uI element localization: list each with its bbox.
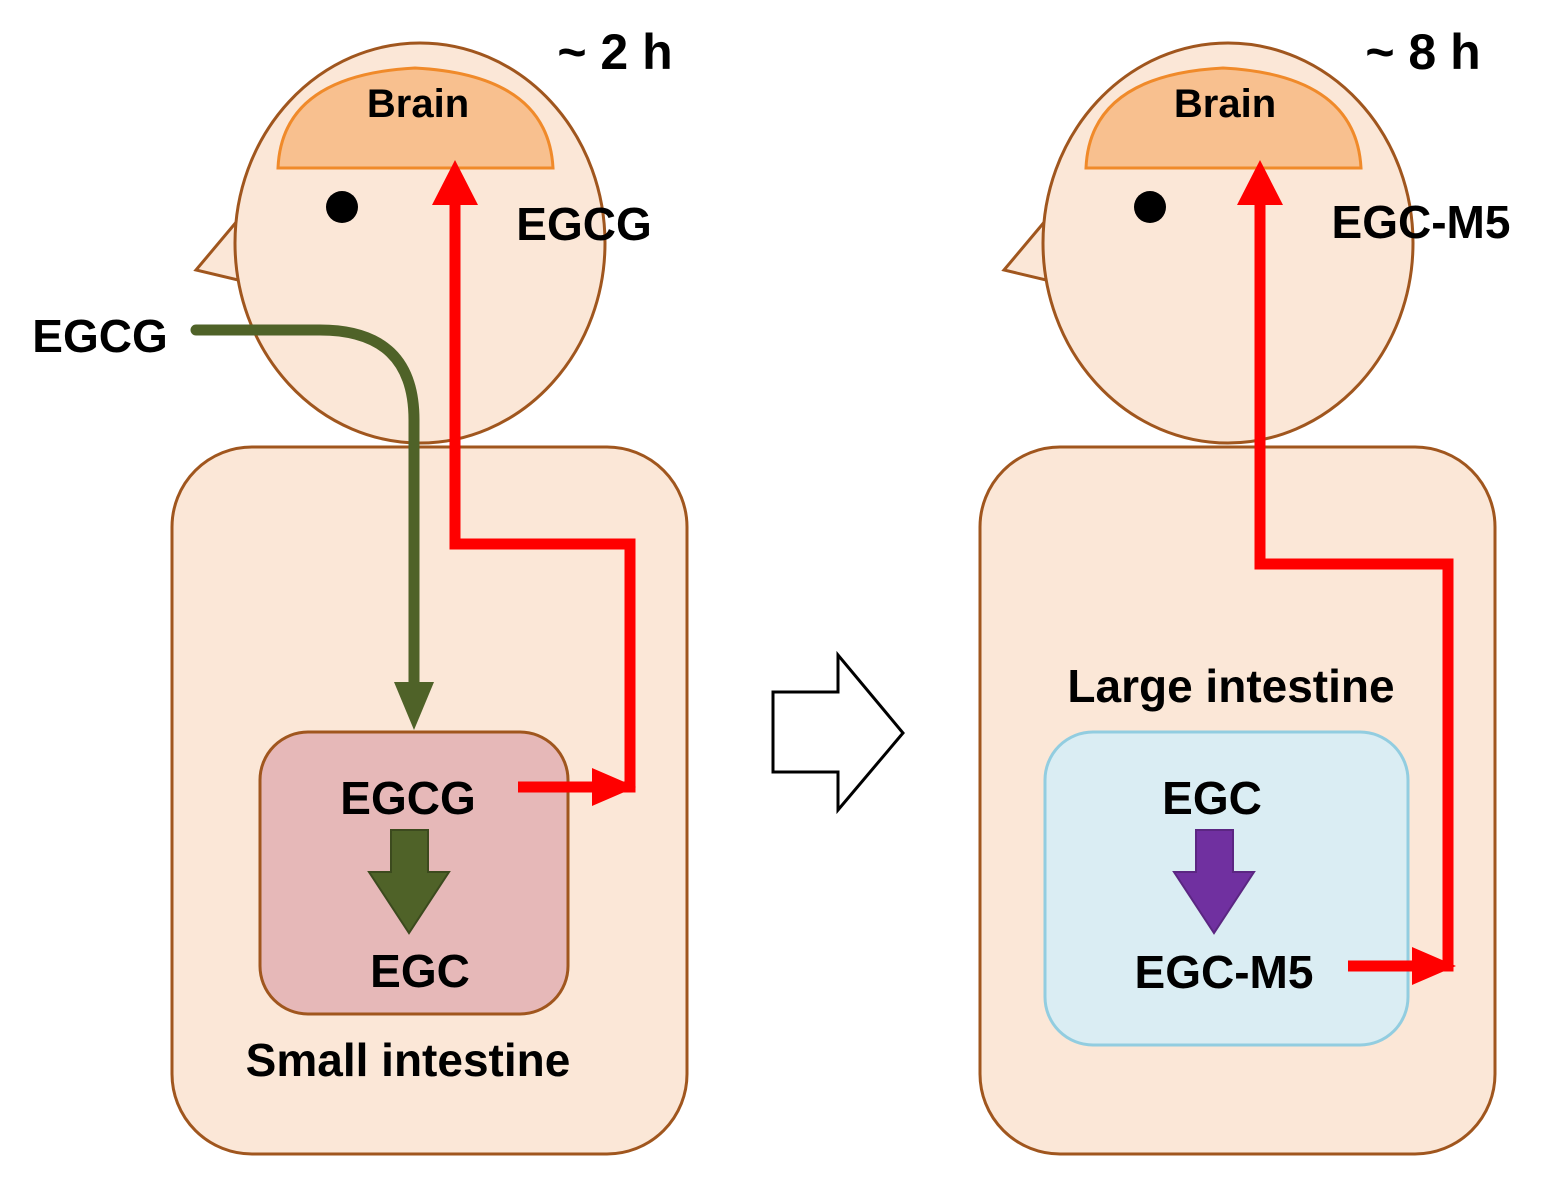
right-time-label: ~ 8 h — [1365, 24, 1480, 80]
left-brain-label: Brain — [367, 82, 469, 126]
right-eye — [1134, 191, 1166, 223]
right-brain — [1084, 66, 1363, 170]
left-ingestion-arrowhead — [394, 682, 434, 730]
right-absorption-head-brain — [1237, 160, 1283, 205]
left-organ-top-label: EGCG — [340, 772, 475, 824]
right-nose — [1001, 215, 1048, 282]
right-brain-compound-label: EGC-M5 — [1332, 196, 1511, 248]
left-eye — [326, 191, 358, 223]
left-brain-compound-label: EGCG — [516, 198, 651, 250]
transition-arrow — [771, 650, 905, 815]
left-brain — [276, 66, 555, 170]
left-intake-label: EGCG — [32, 310, 167, 362]
left-absorption-head-side — [592, 768, 636, 806]
left-organ-bottom-label: EGC — [370, 945, 470, 997]
right-organ-bottom-label: EGC-M5 — [1135, 946, 1314, 998]
left-time-label: ~ 2 h — [557, 24, 672, 80]
left-nose — [193, 215, 240, 282]
right-panel: ~ 8 h Brain EGC-M5 Large intestine EGC E… — [978, 24, 1511, 1156]
left-conversion-arrow — [367, 829, 451, 935]
right-brain-label: Brain — [1174, 82, 1276, 126]
left-absorption-head-brain — [432, 160, 478, 205]
left-ingestion-arrow — [190, 324, 420, 692]
right-organ-top-label: EGC — [1162, 772, 1262, 824]
right-conversion-arrow — [1172, 829, 1256, 935]
right-absorption-head-side — [1412, 947, 1456, 985]
left-panel: ~ 2 h Brain EGCG EGCG EGCG EGC Small int… — [32, 24, 689, 1156]
left-organ-label: Small intestine — [246, 1034, 571, 1086]
right-organ-label: Large intestine — [1067, 660, 1394, 712]
